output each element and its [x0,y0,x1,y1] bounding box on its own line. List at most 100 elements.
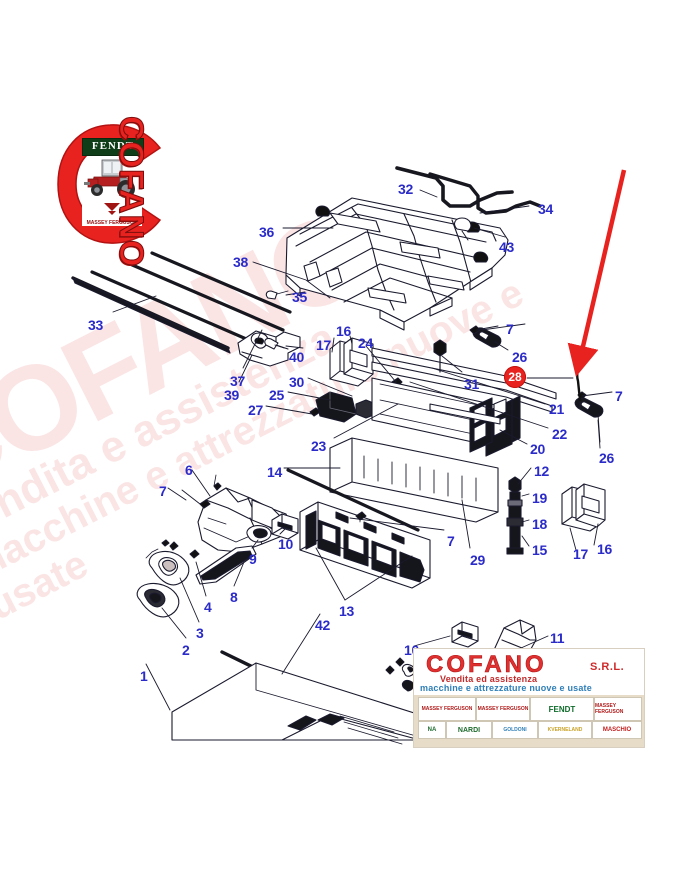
banner-tagline-2: macchine e attrezzature nuove e usate [420,683,592,693]
callout-16[interactable]: 16 [336,323,351,339]
callout-4[interactable]: 4 [204,599,212,615]
callout-13[interactable]: 13 [339,603,354,619]
part-7-fastener-bottom [385,657,416,692]
callout-17[interactable]: 17 [316,337,331,353]
brand-logo-na: NA [418,721,446,739]
callout-35[interactable]: 35 [292,289,307,305]
callout-40[interactable]: 40 [289,349,304,365]
callout-19[interactable]: 19 [532,490,547,506]
part-16-bezel-upper [343,337,374,382]
callout-34[interactable]: 34 [538,201,553,217]
callout-36[interactable]: 36 [259,224,274,240]
highlighted-part-badge[interactable]: 28 [504,366,526,388]
part-39-latch-bracket [237,330,301,367]
brand-logo-goldoni: GOLDONI [492,721,538,739]
callout-7[interactable]: 7 [506,321,514,337]
banner-tagline-1: Vendita ed assistenza [440,674,538,684]
callout-20[interactable]: 20 [530,441,545,457]
part-34-rod [428,172,542,215]
part-20-long-housing [371,377,521,457]
callout-15[interactable]: 15 [532,542,547,558]
banner-header: COFANO S.R.L. Vendita ed assistenza macc… [414,649,644,695]
cofano-logo[interactable]: FENDT MASSEY FERGUSON COFANO [52,116,222,268]
mf-label: MASSEY FERGUSON [86,220,138,226]
callout-27[interactable]: 27 [248,402,263,418]
dealer-banner[interactable]: COFANO S.R.L. Vendita ed assistenza macc… [413,648,645,748]
callout-1[interactable]: 1 [140,668,148,684]
part-10-bush-right [451,621,479,648]
part-31-bolt [433,339,447,373]
leader-lines [112,189,613,711]
part-10-bush-left [271,513,299,540]
part-38-seal-strip [128,251,292,332]
logo-massey-ferguson-band: MASSEY FERGUSON [82,202,142,226]
part-14-rod [286,468,420,532]
callout-10[interactable]: 10 [278,536,293,552]
callout-7[interactable]: 7 [447,533,455,549]
part-37-seal-strip [90,270,260,346]
callout-17[interactable]: 17 [573,546,588,562]
brand-logo-fendt: FENDT [530,697,594,721]
callout-25[interactable]: 25 [269,387,284,403]
part-8-seal-loop [195,545,257,585]
brand-logo-kverneland: KVERNELAND [538,721,592,739]
brand-logo-massey-ferguson: MASSEY FERGUSON [418,697,476,721]
brand-logo-massey-ferguson: MASSEY FERGUSON [594,697,642,721]
part-22-panel [371,361,553,413]
part-4-stud [161,539,200,559]
callout-21[interactable]: 21 [549,401,564,417]
callout-22[interactable]: 22 [552,426,567,442]
callout-23[interactable]: 23 [311,438,326,454]
callout-6[interactable]: 6 [185,462,193,478]
tractor-illustration [84,159,135,198]
banner-suffix: S.R.L. [590,661,625,673]
logo-inner-content: FENDT MASSEY FERGUSON [78,138,146,230]
callout-37[interactable]: 37 [230,373,245,389]
part-43-clip [453,217,472,241]
mf-triangle-icon [104,203,120,215]
callout-8[interactable]: 8 [230,589,238,605]
banner-title: COFANO [426,651,547,679]
callout-42[interactable]: 42 [315,617,330,633]
callout-12[interactable]: 12 [534,463,549,479]
callout-9[interactable]: 9 [249,551,257,567]
part-35-clip [265,290,289,300]
callout-7[interactable]: 7 [615,388,623,404]
part-9-grommet [246,525,272,543]
callout-26[interactable]: 26 [599,450,614,466]
callout-33[interactable]: 33 [88,317,103,333]
callout-2[interactable]: 2 [182,642,190,658]
callout-43[interactable]: 43 [499,239,514,255]
part-32-rod [395,166,514,208]
callout-29[interactable]: 29 [470,552,485,568]
part-13-lamp-bar [299,501,431,589]
cofano-vertical-wordmark: COFANO [112,116,151,268]
part-36-hood-panel [285,197,509,331]
brand-logo-maschio: MASCHIO [592,721,642,739]
callout-26[interactable]: 26 [512,349,527,365]
part-3-4-gasket [145,548,190,586]
part-16-bezel-lower [575,483,606,528]
callout-11[interactable]: 11 [550,630,565,646]
callout-39[interactable]: 39 [224,387,239,403]
callout-18[interactable]: 18 [532,516,547,532]
part-7-fastener-upper [469,325,499,335]
callout-14[interactable]: 14 [267,464,282,480]
callout-38[interactable]: 38 [233,254,248,270]
part-40-clip [264,337,285,350]
brand-logo-massey-ferguson: MASSEY FERGUSON [476,697,530,721]
brand-logo-nardi: NARDI [446,721,492,739]
callout-32[interactable]: 32 [398,181,413,197]
part-12-19-18-15-pin-stack [506,476,524,555]
callout-30[interactable]: 30 [289,374,304,390]
logo-fendt-band: FENDT [82,138,144,156]
callout-24[interactable]: 24 [358,335,373,351]
callout-7[interactable]: 7 [159,483,167,499]
callout-31[interactable]: 31 [464,376,479,392]
part-2-gasket-lower [136,582,180,618]
part-29-perforated-rail [329,437,499,523]
callout-3[interactable]: 3 [196,625,204,641]
callout-16[interactable]: 16 [597,541,612,557]
